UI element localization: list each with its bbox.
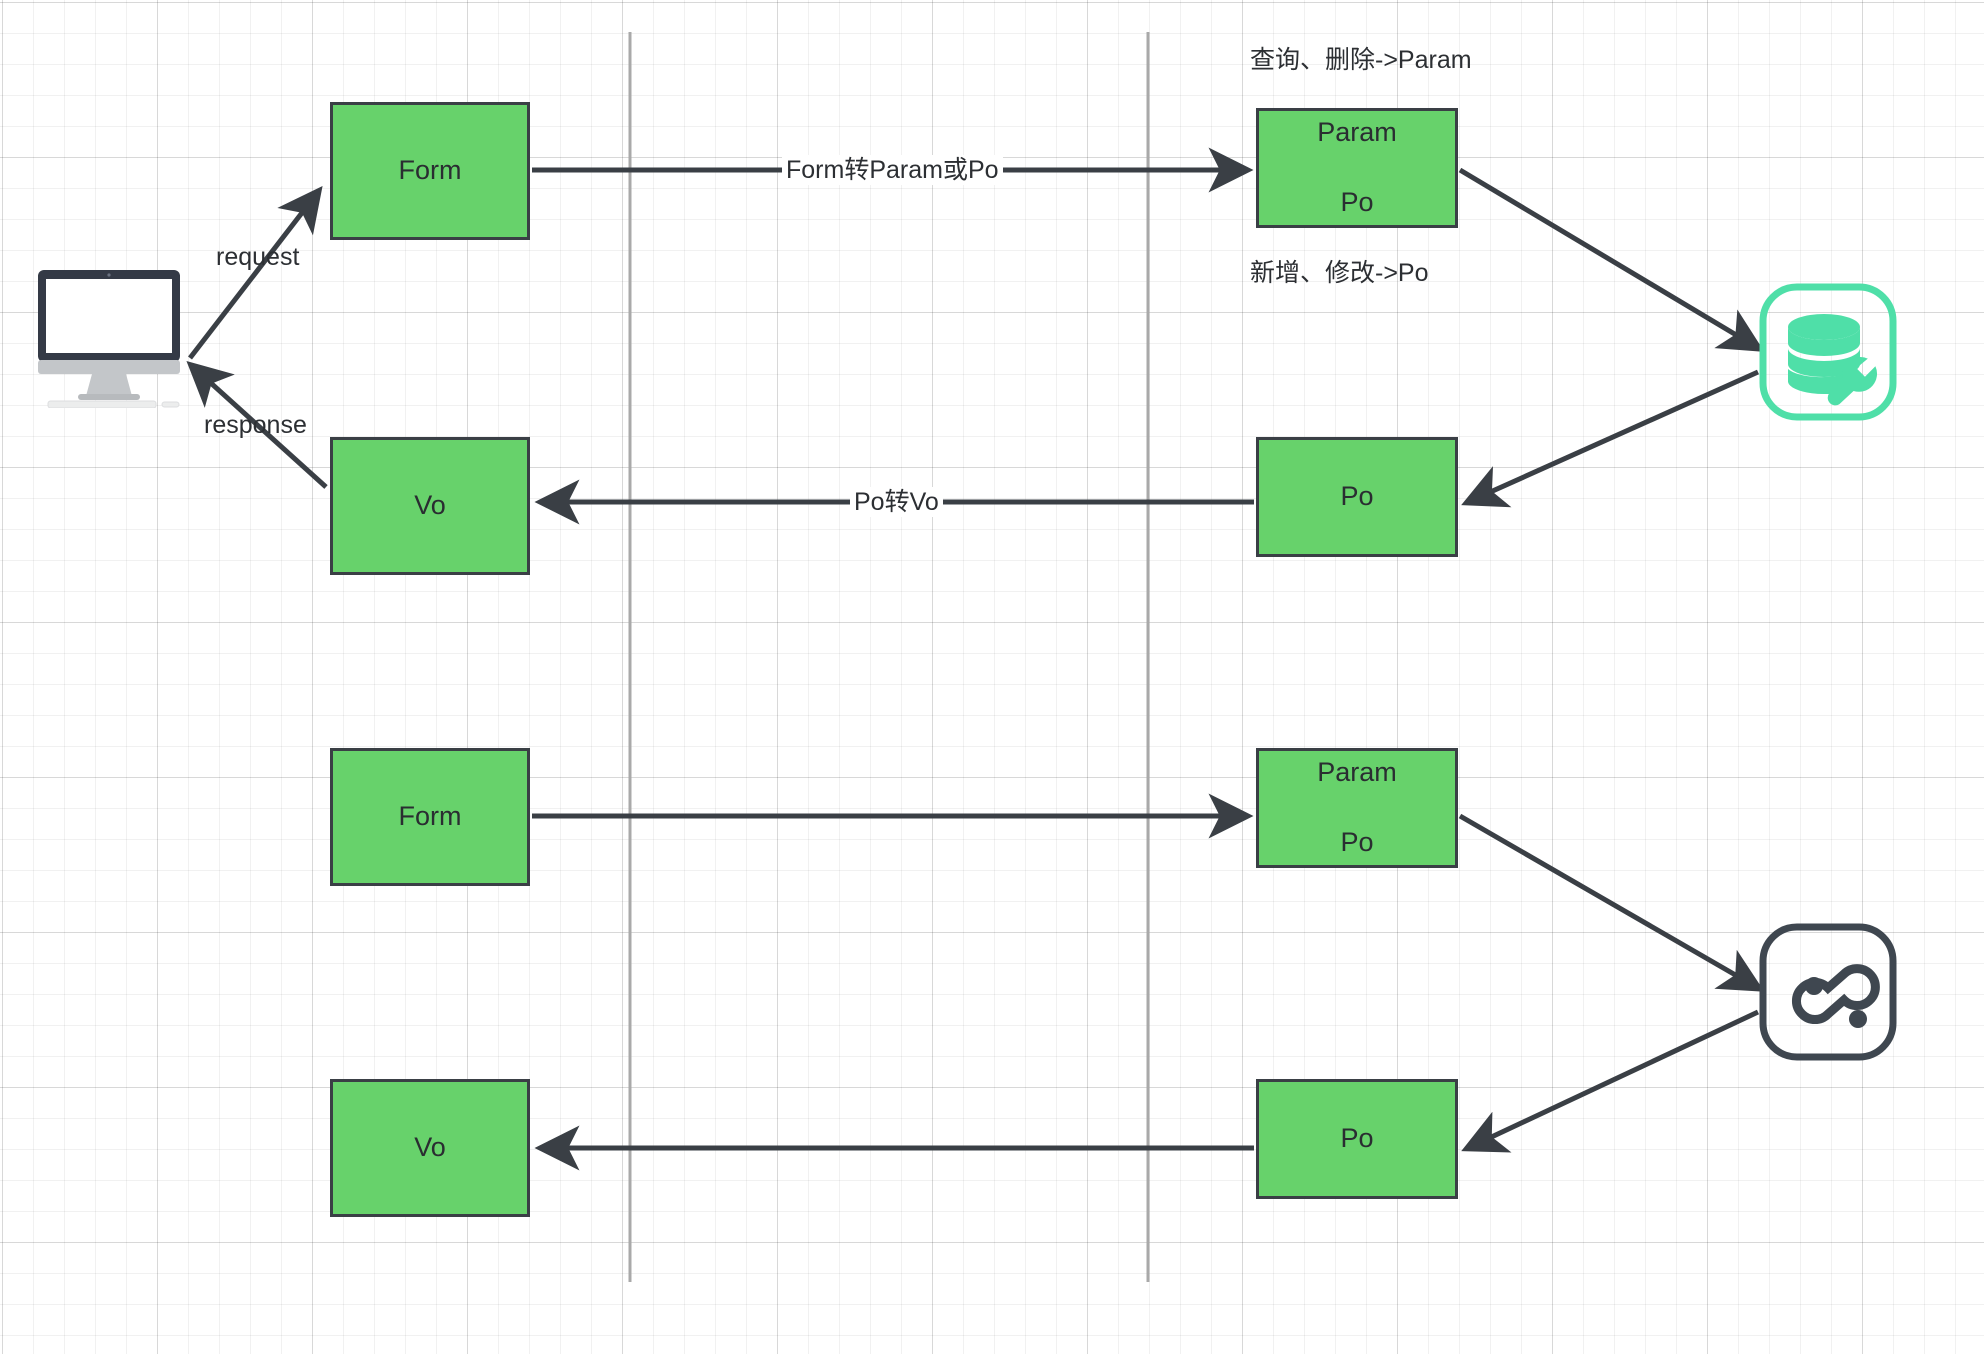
edge-param-to-db xyxy=(1458,167,1765,352)
node-label-line2: Po xyxy=(1340,187,1374,217)
edge-label-request: request xyxy=(216,243,300,271)
node-po-top[interactable]: Po xyxy=(1256,437,1458,557)
node-label: Form xyxy=(398,801,462,832)
edge-label-form-to-param: Form转Param或Po xyxy=(782,155,1003,185)
node-vo-bottom[interactable]: Vo xyxy=(330,1079,530,1217)
node-param-po-top[interactable]: Param Po xyxy=(1256,108,1458,228)
node-label-line1: Param xyxy=(1317,117,1397,148)
node-label-line1: Param xyxy=(1317,757,1397,788)
annotation-add-modify-po: 新增、修改->Po xyxy=(1250,259,1429,287)
edge-label-po-to-vo: Po转Vo xyxy=(850,487,943,517)
annotation-query-delete-param: 查询、删除->Param xyxy=(1250,46,1472,74)
service-loop-icon[interactable] xyxy=(1758,922,1898,1062)
edge-service-to-po xyxy=(1461,1009,1760,1153)
node-label: Po xyxy=(1340,1123,1374,1154)
node-label: Vo xyxy=(414,1132,446,1163)
desktop-computer-icon xyxy=(34,268,184,409)
node-vo-top[interactable]: Vo xyxy=(330,437,530,575)
node-form-top[interactable]: Form xyxy=(330,102,530,240)
node-label: Form xyxy=(398,155,462,186)
node-form-bottom[interactable]: Form xyxy=(330,748,530,886)
node-param-po-bottom[interactable]: Param Po xyxy=(1256,748,1458,868)
edge-request xyxy=(188,186,323,360)
node-label-line2: Po xyxy=(1340,827,1374,857)
node-label: Po xyxy=(1340,481,1374,512)
node-label: Vo xyxy=(414,490,446,521)
edge-label-response: response xyxy=(204,411,307,439)
edge-param-to-service xyxy=(1458,813,1765,992)
edge-db-to-po xyxy=(1461,369,1760,508)
node-po-bottom[interactable]: Po xyxy=(1256,1079,1458,1199)
database-wrench-icon[interactable] xyxy=(1758,282,1898,422)
